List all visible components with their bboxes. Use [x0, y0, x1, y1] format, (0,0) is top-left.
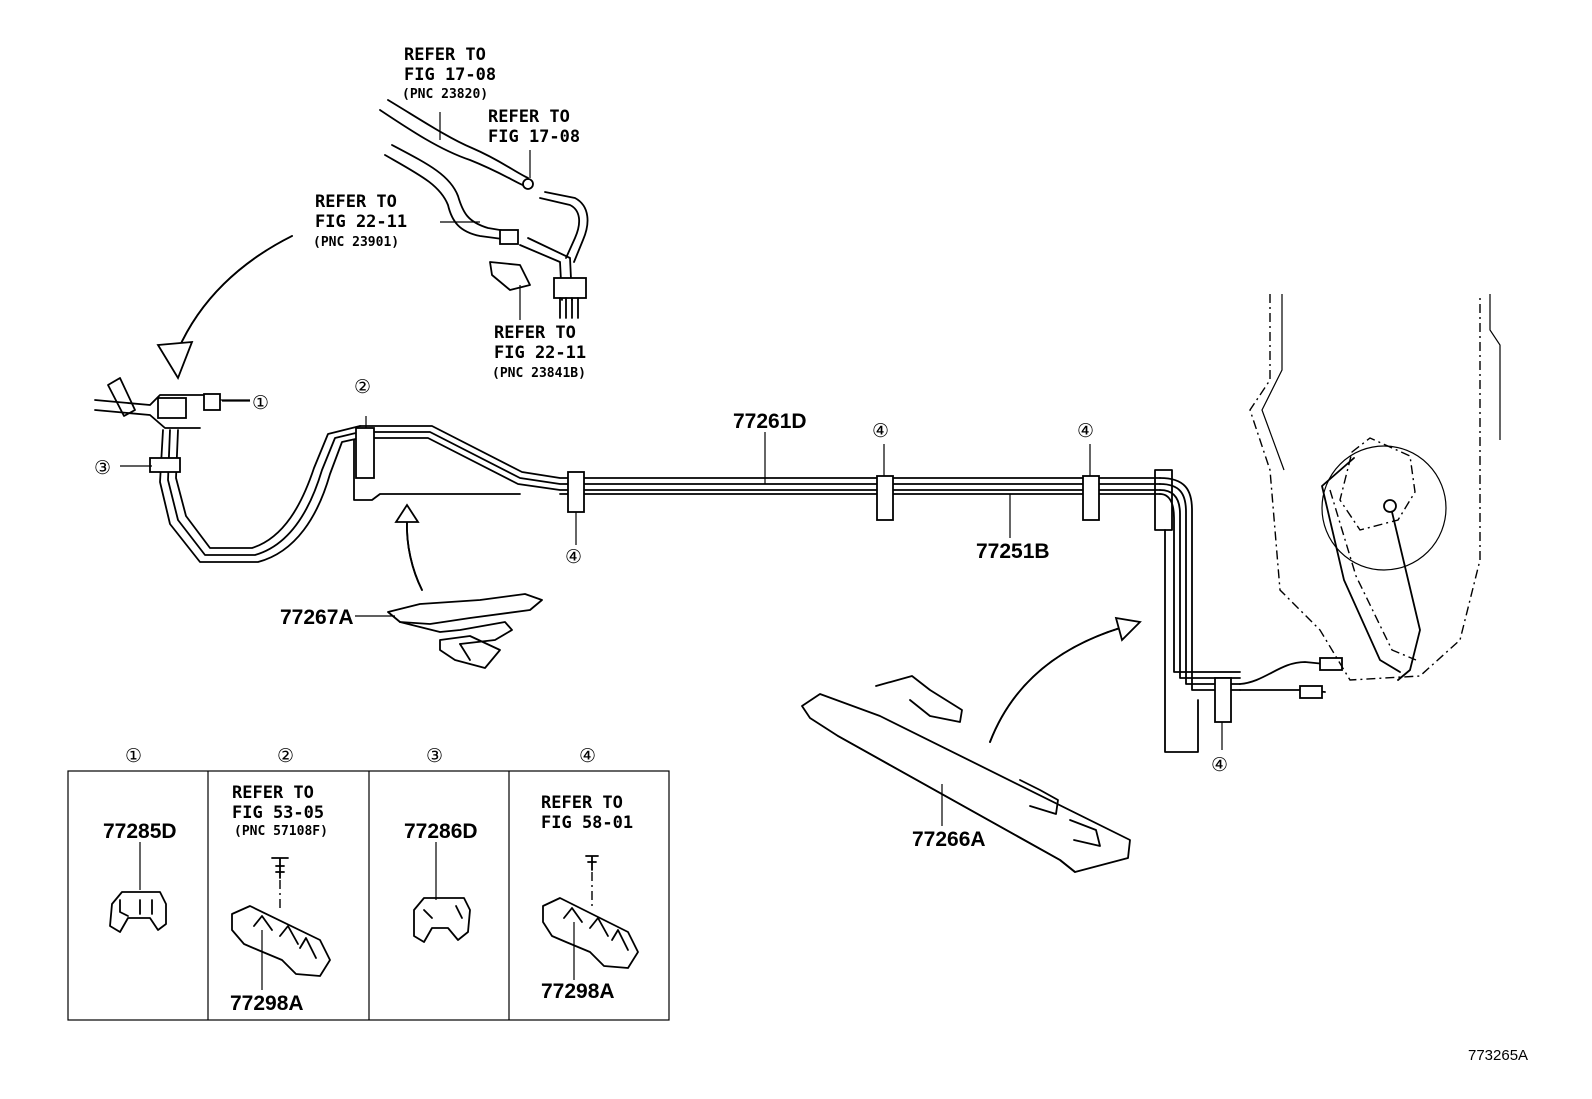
svg-text:(PNC 23841B): (PNC 23841B)	[492, 366, 586, 381]
svg-text:FIG 22-11: FIG 22-11	[315, 212, 407, 232]
ref-fig22-11-a: REFER TO FIG 22-11 (PNC 23901)	[313, 192, 480, 250]
fuel-tank-outline	[1249, 294, 1501, 681]
svg-text:FIG 17-08: FIG 17-08	[404, 65, 496, 85]
callout-2: ②	[354, 376, 371, 398]
arrow-to-front-connector	[156, 235, 293, 381]
legend-num-4: ④	[579, 745, 596, 767]
svg-text:FIG 17-08: FIG 17-08	[488, 127, 580, 147]
svg-text:④: ④	[872, 420, 889, 442]
svg-text:②: ②	[354, 376, 371, 398]
svg-text:④: ④	[1077, 420, 1094, 442]
line-clamps	[355, 427, 1232, 723]
part-77251B: 77251B	[976, 540, 1050, 563]
bracket-77267A-part	[387, 593, 543, 669]
leader-lines	[120, 400, 1223, 826]
callout-3: ③	[94, 457, 111, 479]
legend-table: ① ② ③ ④ 77285D REFER TO FIG 53-05 (PNC 5…	[67, 745, 670, 1021]
bracket-77266A-part	[801, 675, 1131, 873]
svg-text:FIG 22-11: FIG 22-11	[494, 343, 586, 363]
arrow-to-bracket-77267A	[394, 503, 423, 591]
svg-text:REFER TO: REFER TO	[488, 107, 570, 127]
svg-text:REFER TO: REFER TO	[232, 783, 314, 803]
svg-text:④: ④	[565, 546, 582, 568]
part-77266A: 77266A	[912, 828, 986, 851]
legend-part-77298A-a: 77298A	[230, 992, 304, 1015]
svg-text:(PNC 23901): (PNC 23901)	[313, 235, 399, 250]
svg-text:FIG 53-05: FIG 53-05	[232, 803, 324, 823]
callout-4: ④ ④ ④ ④	[565, 420, 1228, 776]
legend-part-77285D: 77285D	[103, 820, 177, 843]
svg-text:REFER TO: REFER TO	[494, 323, 576, 343]
svg-text:①: ①	[252, 392, 269, 414]
legend-part-77286D: 77286D	[404, 820, 478, 843]
svg-text:REFER TO: REFER TO	[541, 793, 623, 813]
part-77267A: 77267A	[280, 606, 354, 629]
bracket-77266A-outline	[1154, 469, 1199, 753]
legend-num-3: ③	[426, 745, 443, 767]
ref-fig22-11-b: REFER TO FIG 22-11 (PNC 23841B)	[492, 323, 586, 381]
arrow-to-bracket-77266A	[989, 616, 1142, 743]
svg-text:④: ④	[1211, 754, 1228, 776]
svg-text:(PNC 23820): (PNC 23820)	[402, 87, 488, 102]
svg-text:(PNC 57108F): (PNC 57108F)	[234, 824, 328, 839]
bracket-77267A-outline	[353, 439, 521, 501]
main-fuel-line	[94, 377, 1343, 699]
callout-1: ①	[252, 392, 269, 414]
ref-fig17-08-a: REFER TO FIG 17-08 (PNC 23820)	[402, 45, 496, 102]
svg-text:REFER TO: REFER TO	[404, 45, 486, 65]
svg-text:REFER TO: REFER TO	[315, 192, 397, 212]
legend-part-77298A-b: 77298A	[541, 980, 615, 1003]
part-77261D: 77261D	[733, 410, 807, 433]
svg-text:FIG 58-01: FIG 58-01	[541, 813, 633, 833]
legend-num-1: ①	[125, 745, 142, 767]
upper-hoses	[379, 99, 589, 320]
legend-num-2: ②	[277, 745, 294, 767]
ref-fig17-08-b: REFER TO FIG 17-08	[488, 107, 580, 147]
svg-text:③: ③	[94, 457, 111, 479]
diagram-code: 773265A	[1468, 1047, 1528, 1064]
